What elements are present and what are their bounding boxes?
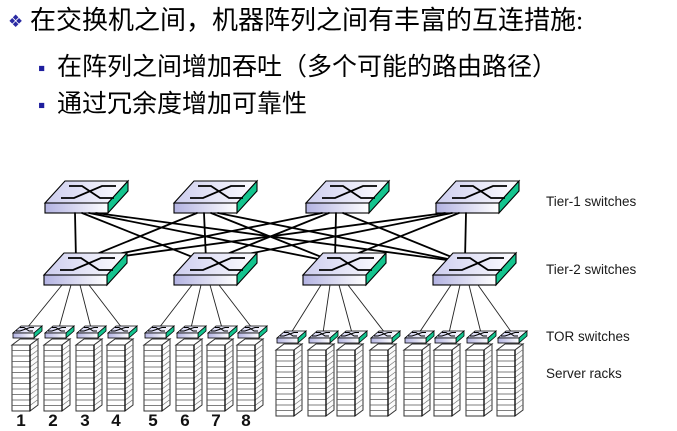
server-rack [205, 338, 235, 412]
server-rack [432, 343, 462, 417]
tier2-switch [172, 251, 259, 287]
server-rack [42, 338, 72, 412]
label-tier1-switches: Tier-1 switches [546, 194, 637, 209]
rack-number: 5 [148, 411, 158, 430]
tor-switch [143, 325, 176, 339]
datacenter-network-diagram [10, 179, 529, 417]
diamond-bullet-icon: ❖ [8, 12, 24, 31]
tor-switch [206, 325, 239, 339]
bullet-line-2: ▪ 在阵列之间增加吞吐（多个可能的路由路径） [38, 53, 557, 83]
tor-switch [43, 325, 76, 339]
server-rack [495, 343, 525, 417]
tor-switch [496, 330, 529, 344]
tor-switch [336, 330, 369, 344]
rack-number: 4 [111, 411, 121, 430]
tor-switch [433, 330, 466, 344]
server-rack [74, 338, 104, 412]
tier2-switch [431, 251, 518, 287]
tor-switch [307, 330, 340, 344]
server-rack [306, 343, 336, 417]
bullet-line-1: ❖ 在交换机之间，机器阵列之间有丰富的互连措施: [8, 6, 583, 36]
square-bullet-icon: ▪ [38, 56, 46, 80]
server-rack [464, 343, 494, 417]
server-rack [105, 338, 135, 412]
server-rack [368, 343, 398, 417]
tier2-switch [42, 251, 129, 287]
label-tier2-switches: Tier-2 switches [546, 262, 637, 277]
tier1-switch [43, 179, 130, 215]
tor-switch [403, 330, 436, 344]
rack-number: 3 [80, 411, 90, 430]
tier1-switch [304, 179, 391, 215]
bullet-line-3-text: 通过冗余度增加可靠性 [57, 91, 308, 118]
tier1-switch [434, 179, 521, 215]
server-rack [142, 338, 172, 412]
tor-switch [369, 330, 402, 344]
rack-number: 1 [16, 411, 26, 430]
tier2-switch [301, 251, 388, 287]
server-rack [402, 343, 432, 417]
rack-number: 2 [48, 411, 58, 430]
server-rack [10, 338, 40, 412]
tor-switch [175, 325, 208, 339]
server-rack [235, 338, 265, 412]
bullet-line-1-text: 在交换机之间，机器阵列之间有丰富的互连措施: [30, 6, 584, 35]
bullet-line-2-text: 在阵列之间增加吞吐（多个可能的路由路径） [57, 54, 558, 81]
tor-switch [465, 330, 498, 344]
tier1-tier2-links [74, 212, 467, 261]
server-rack [174, 338, 204, 412]
label-tor-switches: TOR switches [546, 329, 630, 344]
tier1-switch [172, 179, 259, 215]
tor-switch [236, 325, 269, 339]
tier2-tor-links [26, 284, 513, 334]
rack-number: 8 [241, 411, 251, 430]
tor-switch [11, 325, 44, 339]
rack-number: 6 [180, 411, 190, 430]
server-rack [335, 343, 365, 417]
rack-number: 7 [211, 411, 221, 430]
tor-switch [275, 330, 308, 344]
tor-switch [106, 325, 139, 339]
tor-switch [75, 325, 108, 339]
square-bullet-icon: ▪ [38, 93, 46, 117]
server-rack [274, 343, 304, 417]
label-server-racks: Server racks [546, 366, 622, 381]
bullet-line-3: ▪ 通过冗余度增加可靠性 [38, 90, 307, 120]
